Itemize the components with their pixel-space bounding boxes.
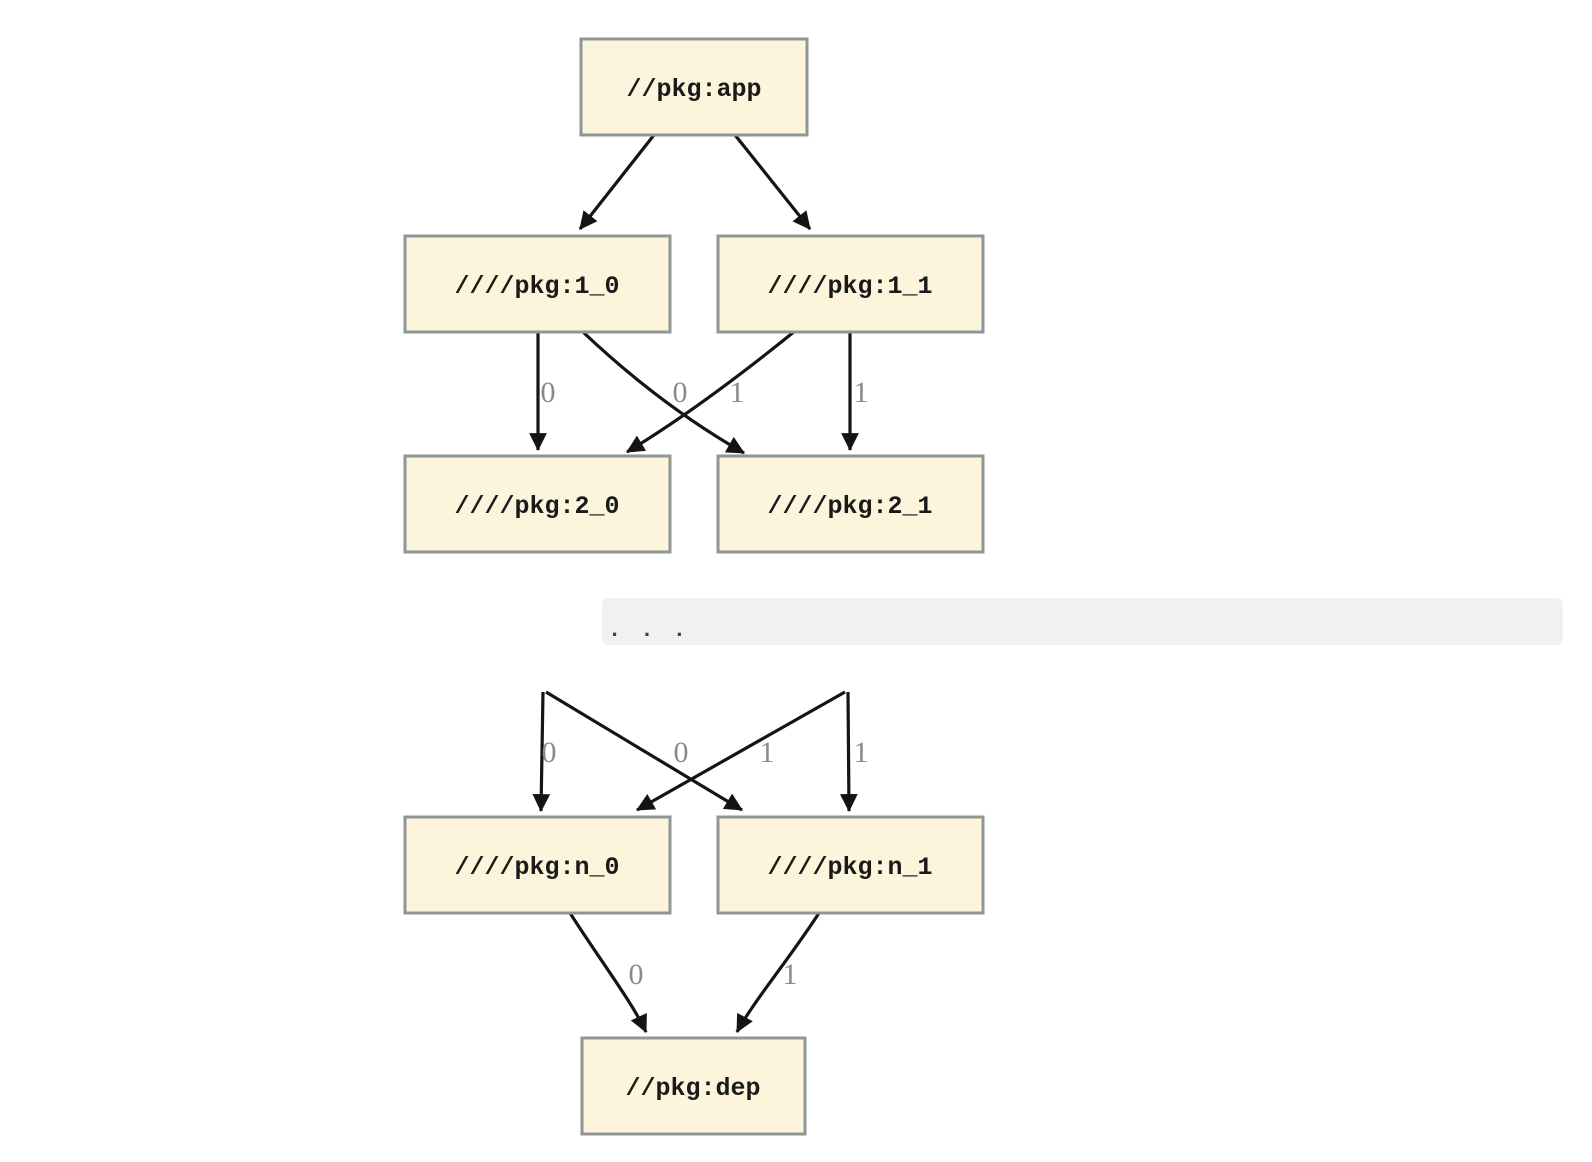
edge-label-cont-cross-to-n-0: 0	[674, 736, 689, 769]
edge-label-cont-to-n-1: 1	[854, 736, 869, 769]
ellipsis-dots: . . .	[608, 618, 689, 643]
edge-pkg-1-0-to-pkg-2-1	[581, 330, 745, 455]
edge-continuation-to-pkg-n-1	[839, 691, 858, 813]
edge-label-cont-to-n-0: 0	[542, 736, 557, 769]
edge-label-1-1-to-2-1: 1	[854, 376, 869, 409]
node-pkg-1-1: ////pkg:1_1	[716, 234, 985, 334]
node-pkg-2-0-label: ////pkg:2_0	[454, 492, 619, 521]
node-pkg-1-0: ////pkg:1_0	[403, 234, 672, 334]
edge-pkg-1-1-to-pkg-2-0	[626, 329, 797, 454]
node-pkg-app-box	[579, 37, 809, 137]
node-pkg-1-0-box	[403, 234, 672, 334]
node-pkg-app: //pkg:app	[579, 37, 809, 137]
node-group: //pkg:app ////pkg:1_0 ////pkg:1_1 ////pk…	[403, 37, 985, 1136]
node-pkg-2-1-label: ////pkg:2_1	[767, 492, 932, 521]
node-pkg-1-1-box	[716, 234, 985, 334]
edge-continuation-cross-to-pkg-n-1	[545, 690, 743, 812]
edge-label-n-0-to-dep: 0	[629, 958, 644, 991]
ellipsis-bar: . . .	[602, 598, 1563, 645]
edge-label-1-1-to-2-0: 0	[673, 376, 688, 409]
node-pkg-2-0-box	[403, 454, 672, 554]
edge-app-to-pkg-1-0	[578, 134, 656, 230]
ellipsis-bar-bg	[602, 598, 1563, 645]
node-pkg-2-1-box	[716, 454, 985, 554]
edge-group	[529, 134, 859, 1033]
edge-label-group: 0 0 1 1 0 0 1 1 0 1	[541, 376, 869, 991]
edge-pkg-n-1-to-pkg-dep	[735, 912, 821, 1033]
edge-continuation-to-pkg-n-0	[532, 691, 551, 813]
node-pkg-n-0: ////pkg:n_0	[403, 815, 672, 915]
node-pkg-n-0-box	[403, 815, 672, 915]
node-pkg-n-0-label: ////pkg:n_0	[454, 853, 619, 882]
edge-label-n-1-to-dep: 1	[783, 958, 798, 991]
node-pkg-2-0: ////pkg:2_0	[403, 454, 672, 554]
node-pkg-n-1: ////pkg:n_1	[716, 815, 985, 915]
edge-app-to-pkg-1-1	[733, 134, 812, 230]
edge-label-1-0-to-2-1: 1	[730, 376, 745, 409]
node-pkg-1-1-label: ////pkg:1_1	[767, 272, 932, 301]
node-pkg-n-1-box	[716, 815, 985, 915]
node-pkg-dep: //pkg:dep	[580, 1036, 807, 1136]
node-pkg-n-1-label: ////pkg:n_1	[767, 853, 932, 882]
node-pkg-1-0-label: ////pkg:1_0	[454, 272, 619, 301]
node-pkg-2-1: ////pkg:2_1	[716, 454, 985, 554]
edge-pkg-n-0-to-pkg-dep	[568, 912, 648, 1033]
node-pkg-app-label: //pkg:app	[626, 75, 761, 104]
edge-label-cont-cross-to-n-1: 1	[760, 736, 775, 769]
node-pkg-dep-label: //pkg:dep	[625, 1074, 760, 1103]
edge-label-1-0-to-2-0: 0	[541, 376, 556, 409]
edge-continuation-cross-to-pkg-n-0	[636, 690, 846, 812]
node-pkg-dep-box	[580, 1036, 807, 1136]
